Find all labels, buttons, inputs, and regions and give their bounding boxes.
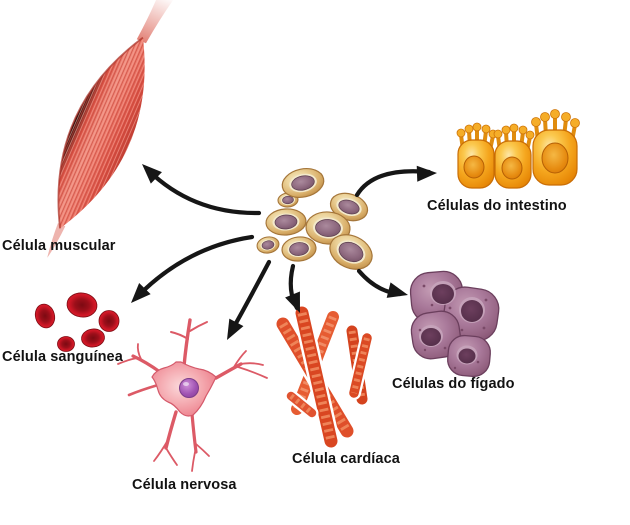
arrow-to-liver-cells [356,268,408,298]
muscle-cell-illustration [47,0,175,258]
blood-cell-label: Célula sanguínea [2,349,123,365]
arrow-to-intestine-cells [354,165,437,198]
arrows [131,164,437,340]
intestine-cells-label: Células do intestino [427,198,567,214]
liver-cells-label: Células do fígado [392,376,515,392]
nerve-cell-label: Célula nervosa [132,477,237,493]
arrow-to-muscle-cell [142,164,262,216]
muscle-cell-label: Célula muscular [2,238,116,254]
blood-cells-illustration [34,292,120,352]
nerve-cell-illustration [117,318,268,472]
arrow-to-blood-cell [131,234,255,303]
intestine-cells-illustration [456,109,580,189]
stem-cell-cluster-illustration [256,168,373,270]
arrow-to-cardiac-cell [285,263,300,313]
cardiac-cell-label: Célula cardíaca [292,451,400,467]
cardiac-cell-illustration [274,304,374,450]
arrow-to-nerve-cell [227,259,272,340]
liver-cells-illustration [409,270,500,378]
